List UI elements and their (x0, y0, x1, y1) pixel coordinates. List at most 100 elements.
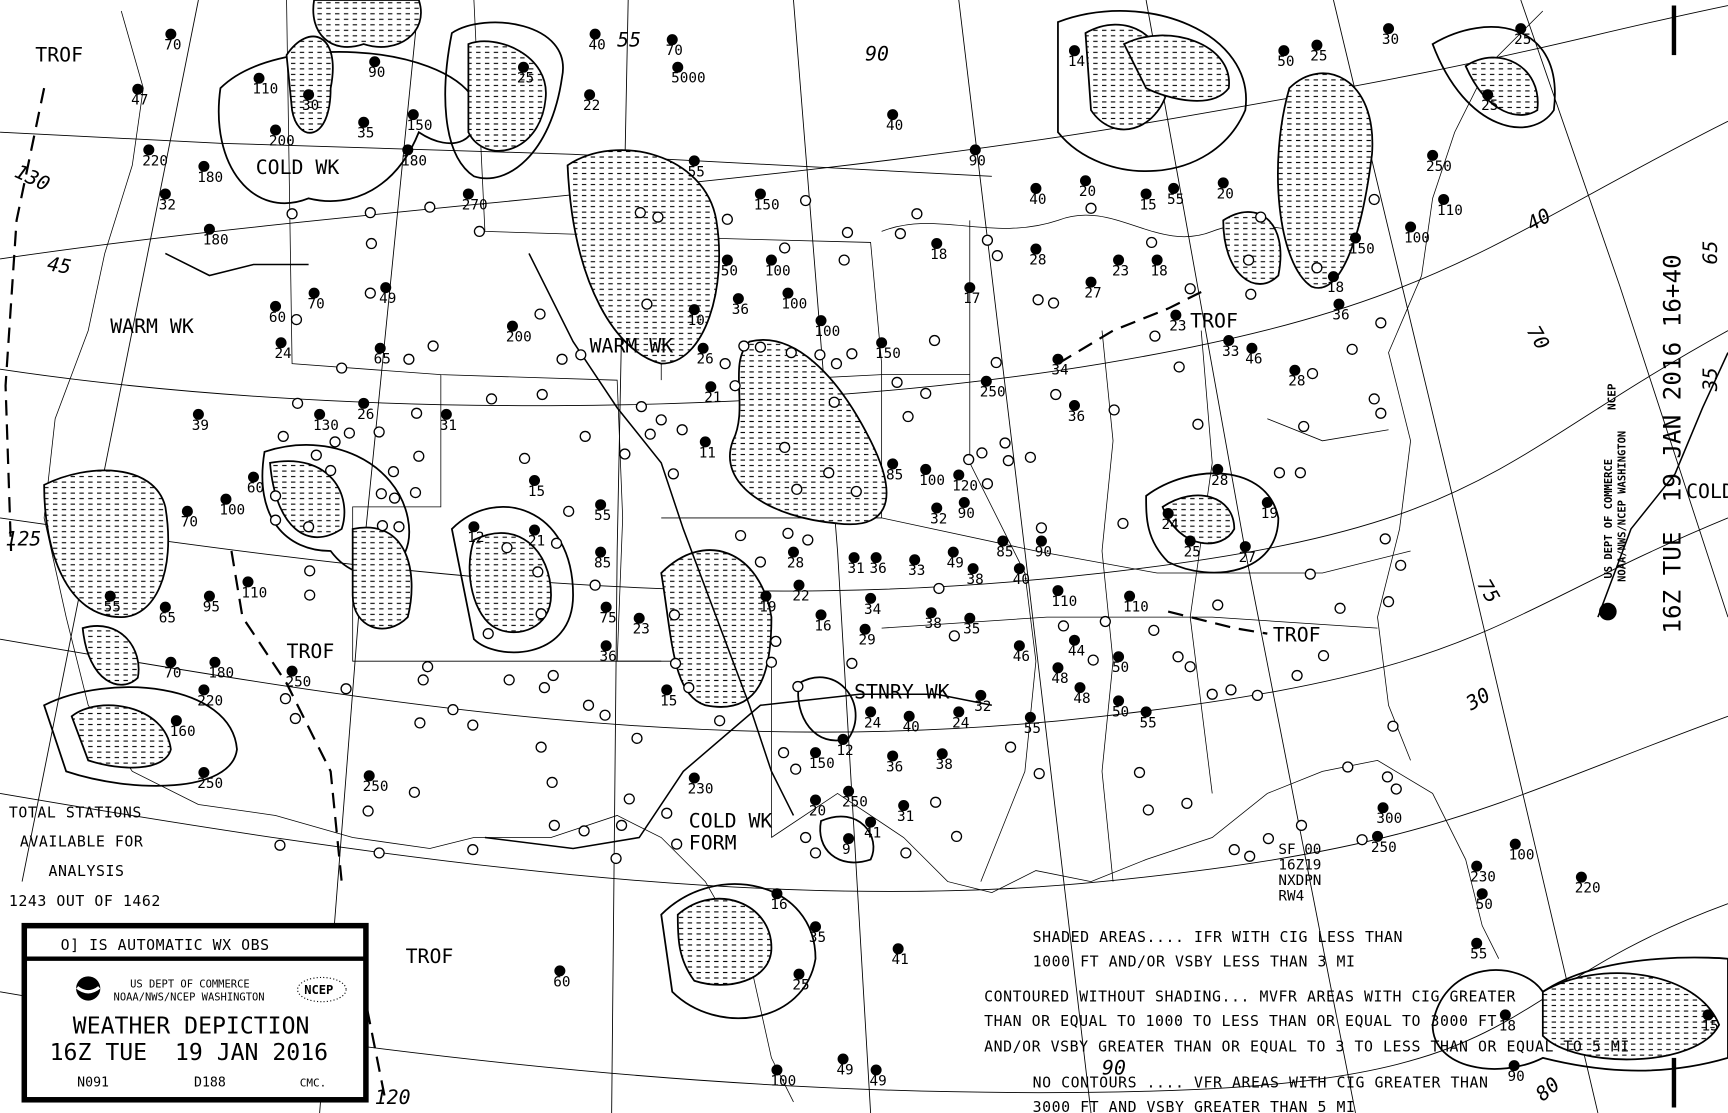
clear-sky-icon (1251, 689, 1264, 701)
overcast-sky-icon (1239, 541, 1251, 553)
overcast-sky-icon (964, 282, 976, 294)
station-plot: 23 (633, 612, 650, 638)
clear-sky-icon (1148, 624, 1160, 636)
note-line: 1000 FT AND/OR VSBY LESS THAN 3 MI (1033, 952, 1356, 970)
ceiling-value: 100 (814, 324, 840, 340)
ceiling-value: 200 (506, 330, 532, 346)
ceiling-value: 180 (401, 153, 427, 169)
clear-sky-icon (550, 537, 563, 549)
clear-sky-icon (791, 483, 803, 495)
ceiling-value: 65 (159, 611, 176, 627)
ceiling-value: 21 (528, 533, 545, 549)
clear-sky-icon (403, 353, 415, 365)
station-plot: 20 (1079, 175, 1096, 200)
ceiling-value: 49 (379, 291, 396, 307)
station-plot: 110 (241, 576, 267, 601)
ceiling-value: 25 (517, 71, 534, 87)
ceiling-value: 60 (247, 481, 264, 497)
overcast-sky-icon (771, 1064, 783, 1076)
ceiling-value: 16 (770, 897, 787, 913)
ceiling-value: 11 (699, 445, 716, 461)
station-plot: 39 (192, 408, 209, 434)
station-plot: 28 (1029, 243, 1047, 268)
overcast-sky-icon (159, 601, 171, 613)
station-plot: 36 (1068, 400, 1085, 425)
clear-sky-icon (482, 628, 494, 640)
ceiling-value: 38 (936, 757, 953, 773)
corner-mark (1671, 1057, 1677, 1108)
overcast-sky-icon (165, 28, 177, 40)
clear-sky-icon (655, 414, 667, 426)
clear-sky-icon (933, 582, 945, 595)
clear-sky-icon (1390, 783, 1402, 795)
overcast-sky-icon (1333, 298, 1345, 310)
overcast-sky-icon (810, 794, 822, 806)
overcast-sky-icon (909, 554, 921, 566)
ceiling-value: 30 (1382, 32, 1399, 48)
clear-sky-icon (1346, 343, 1358, 355)
clear-sky-icon (548, 819, 560, 832)
overcast-sky-icon (1168, 182, 1180, 194)
station-plot: 35 (809, 921, 826, 946)
overcast-sky-icon (170, 715, 182, 727)
station-plot: 50 (1277, 45, 1294, 70)
clear-sky-icon (336, 362, 348, 374)
station-plot: 29 (858, 623, 876, 649)
trof-label: TROF (406, 945, 454, 968)
station-plot: 90 (1508, 1060, 1525, 1085)
clear-sky-icon (667, 468, 679, 480)
ceiling-value: 55 (1139, 715, 1156, 731)
station-plot: 270 (462, 188, 488, 213)
ceiling-value: 25 (1514, 32, 1531, 48)
station-plot: 25 (517, 61, 534, 87)
station-plot: 25 (1481, 89, 1498, 114)
clear-sky-icon (1142, 804, 1154, 816)
clear-sky-icon (376, 520, 389, 532)
station-plot: 100 (770, 1064, 796, 1089)
trof-label: TROF (1190, 309, 1238, 332)
clear-sky-icon (838, 254, 850, 266)
clear-sky-icon (661, 807, 673, 819)
overcast-sky-icon (688, 304, 700, 316)
ceiling-value: 10 (688, 313, 705, 329)
clear-sky-icon (414, 717, 426, 729)
clear-sky-icon (427, 340, 439, 352)
clear-sky-icon (534, 308, 546, 320)
overcast-sky-icon (1151, 254, 1163, 266)
agency-line: NOAA/NWS/NCEP WASHINGTON (114, 992, 265, 1004)
clear-sky-icon (467, 844, 479, 856)
station-plot: 50 (1476, 888, 1493, 913)
clear-sky-icon (1087, 654, 1099, 666)
station-plot: 160 (170, 715, 196, 740)
product-code-line: NXDPN (1278, 873, 1321, 889)
station-count-line: AVAILABLE FOR (20, 832, 143, 850)
ceiling-value: 40 (886, 118, 903, 134)
station-plot: 55 (1139, 706, 1157, 731)
station-plot: 180 (401, 144, 427, 169)
clear-sky-icon (269, 490, 282, 502)
overcast-sky-icon (600, 640, 612, 652)
overcast-sky-icon (931, 502, 943, 514)
code-mid: D188 (194, 1076, 226, 1091)
clear-sky-icon (1035, 522, 1048, 534)
ceiling-value: 49 (836, 1062, 853, 1078)
clear-sky-icon (1032, 294, 1044, 306)
ceiling-value: 100 (781, 297, 807, 313)
overcast-sky-icon (859, 623, 871, 635)
automatic-obs-legend: O] IS AUTOMATIC WX OBS (61, 936, 270, 954)
station-plot: 60 (269, 300, 286, 326)
note-line: CONTOURED WITHOUT SHADING... MVFR AREAS … (984, 988, 1516, 1006)
overcast-sky-icon (1508, 1060, 1520, 1072)
overcast-sky-icon (506, 320, 518, 332)
clear-sky-icon (304, 589, 316, 601)
product-code-line: SF 00 (1278, 842, 1321, 858)
overcast-sky-icon (1405, 221, 1417, 233)
overcast-sky-icon (209, 656, 221, 668)
side-agency-line: NOAA/NWS/NCEP WASHINGTON (1616, 431, 1628, 582)
clear-sky-icon (409, 486, 422, 499)
ceiling-value: 18 (1327, 280, 1344, 296)
clear-sky-icon (615, 819, 628, 832)
overcast-sky-icon (374, 342, 386, 354)
clear-sky-icon (1244, 850, 1256, 862)
